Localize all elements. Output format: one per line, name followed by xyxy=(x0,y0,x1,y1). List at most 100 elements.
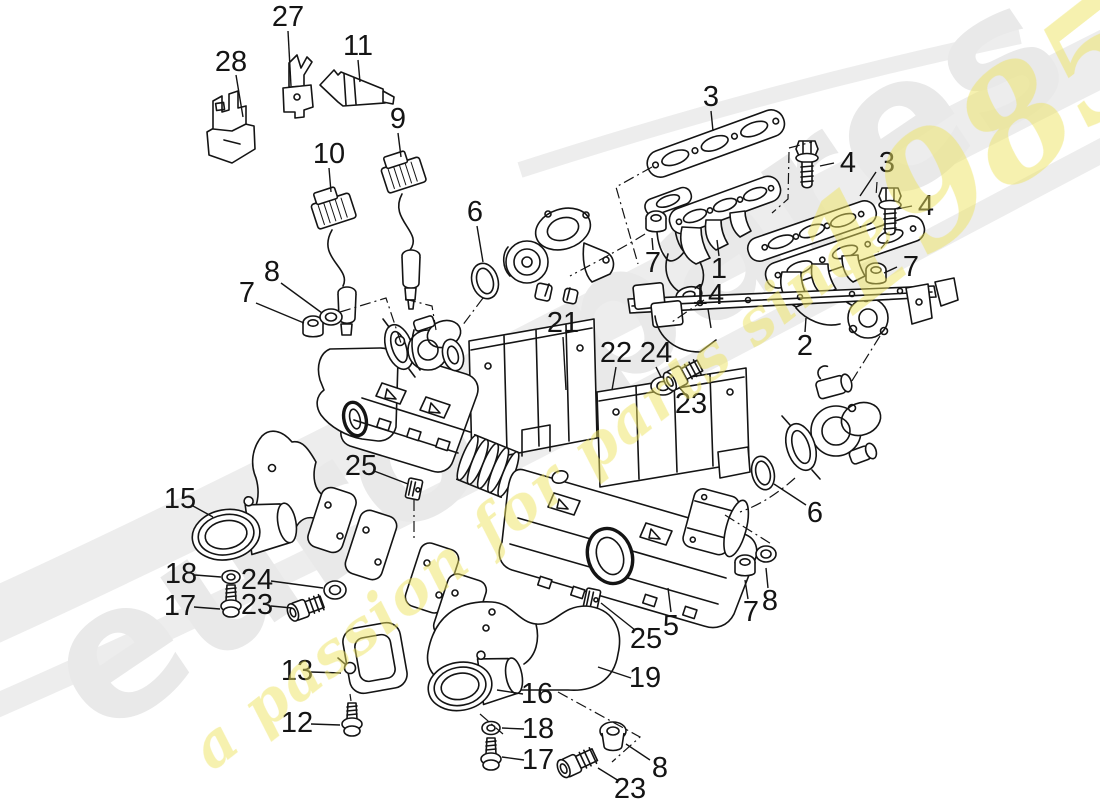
part-number-label: 12 xyxy=(281,707,313,739)
part-number-label: 7 xyxy=(743,596,759,628)
part-gasket-ring-6-lower xyxy=(750,455,776,491)
construction-lines xyxy=(339,141,889,763)
leader-line xyxy=(883,266,898,274)
leader-line xyxy=(667,587,672,613)
part-number-label: 19 xyxy=(629,662,661,694)
part-washer-24-left xyxy=(323,580,347,600)
leader-line xyxy=(625,743,651,761)
leader-line xyxy=(597,767,620,782)
part-number-label: 17 xyxy=(522,744,554,776)
part-screw-12 xyxy=(341,702,363,737)
part-heat-shield-22 xyxy=(596,367,751,488)
part-number-label: 21 xyxy=(547,307,579,339)
leader-line xyxy=(255,302,305,324)
part-bolt-4-right xyxy=(878,187,902,236)
leader-line xyxy=(280,282,323,314)
leader-line xyxy=(235,74,244,118)
part-number-label: 14 xyxy=(692,279,724,311)
part-clip-27 xyxy=(282,54,314,119)
part-nut-7-manifold1 xyxy=(645,210,667,233)
leader-line xyxy=(707,308,712,329)
part-number-label: 8 xyxy=(264,256,280,288)
leader-line xyxy=(896,205,913,210)
part-grommet-8-bottom xyxy=(599,721,627,752)
part-number-label: 3 xyxy=(703,81,719,113)
part-support-bracket-14 xyxy=(627,277,959,353)
part-gasket-3-right xyxy=(746,200,878,262)
part-nut-7-left xyxy=(302,315,324,338)
part-gasket-13 xyxy=(337,621,408,695)
leader-line xyxy=(804,317,807,333)
leader-line xyxy=(600,602,636,631)
leader-line xyxy=(744,579,749,600)
part-number-label: 22 xyxy=(600,337,632,369)
part-gasket-3-left xyxy=(646,109,786,178)
leader-line xyxy=(310,671,342,674)
leader-line xyxy=(496,689,524,695)
part-number-label: 24 xyxy=(241,564,273,596)
leader-line xyxy=(651,237,654,251)
leader-line xyxy=(476,225,484,263)
leader-line xyxy=(357,59,361,83)
part-number-label: 28 xyxy=(215,46,247,78)
part-number-label: 15 xyxy=(164,483,196,515)
part-number-label: 27 xyxy=(272,1,304,33)
part-number-label: 8 xyxy=(652,752,668,784)
part-sealant-tube-11 xyxy=(319,69,395,107)
part-washer-18-bottom xyxy=(481,720,501,736)
part-washer-8-lower xyxy=(755,545,777,563)
part-bolt-23-bottom xyxy=(556,747,599,779)
part-number-label: 2 xyxy=(797,330,813,362)
part-bolt-4-left xyxy=(795,140,819,189)
part-tailpipe-16 xyxy=(427,650,524,712)
part-manifold-2 xyxy=(764,215,926,339)
part-number-label: 18 xyxy=(165,558,197,590)
part-manifold-1 xyxy=(644,175,782,305)
leader-line xyxy=(597,666,632,679)
leader-line xyxy=(765,567,769,589)
leader-line xyxy=(373,470,409,485)
part-muffler-right-5 xyxy=(498,468,758,629)
part-number-label: 3 xyxy=(879,147,895,179)
leader-line xyxy=(678,386,686,395)
leader-line xyxy=(859,171,877,197)
part-heat-shield-21 xyxy=(468,318,598,463)
part-washer-18-left xyxy=(221,569,241,585)
leader-line xyxy=(819,162,835,167)
leader-line xyxy=(501,756,525,761)
part-bolt-23-upper xyxy=(662,359,704,392)
part-screw-17-bottom xyxy=(480,737,502,771)
part-turbocharger-right xyxy=(781,365,882,480)
part-number-label: 8 xyxy=(762,585,778,617)
leader-line xyxy=(287,30,292,87)
part-nut-7-lower xyxy=(734,554,756,577)
part-number-label: 5 xyxy=(663,610,679,642)
part-number-label: 9 xyxy=(390,103,406,135)
part-number-label: 7 xyxy=(239,277,255,309)
part-number-label: 4 xyxy=(840,147,856,179)
part-number-label: 6 xyxy=(467,196,483,228)
leader-line xyxy=(192,505,214,518)
leader-line xyxy=(270,580,324,589)
leader-line xyxy=(716,239,720,257)
leader-line xyxy=(562,336,567,391)
leader-line xyxy=(773,483,807,506)
part-turbocharger-upper xyxy=(502,207,615,305)
part-clamp-25-left xyxy=(404,477,424,501)
part-number-label: 10 xyxy=(313,138,345,170)
part-bolt-23-left xyxy=(286,593,325,622)
part-oxygen-sensor-9 xyxy=(380,150,427,310)
leader-line xyxy=(194,574,222,578)
leader-line xyxy=(710,110,714,132)
part-number-label: 25 xyxy=(630,623,662,655)
leader-line xyxy=(270,605,293,609)
part-number-label: 11 xyxy=(343,30,373,62)
leader-line xyxy=(193,606,221,610)
part-bracket-28 xyxy=(206,90,256,164)
part-number-label: 7 xyxy=(645,247,661,279)
leader-line xyxy=(310,723,341,726)
part-number-label: 23 xyxy=(614,773,646,800)
part-number-label: 1 xyxy=(711,253,727,285)
